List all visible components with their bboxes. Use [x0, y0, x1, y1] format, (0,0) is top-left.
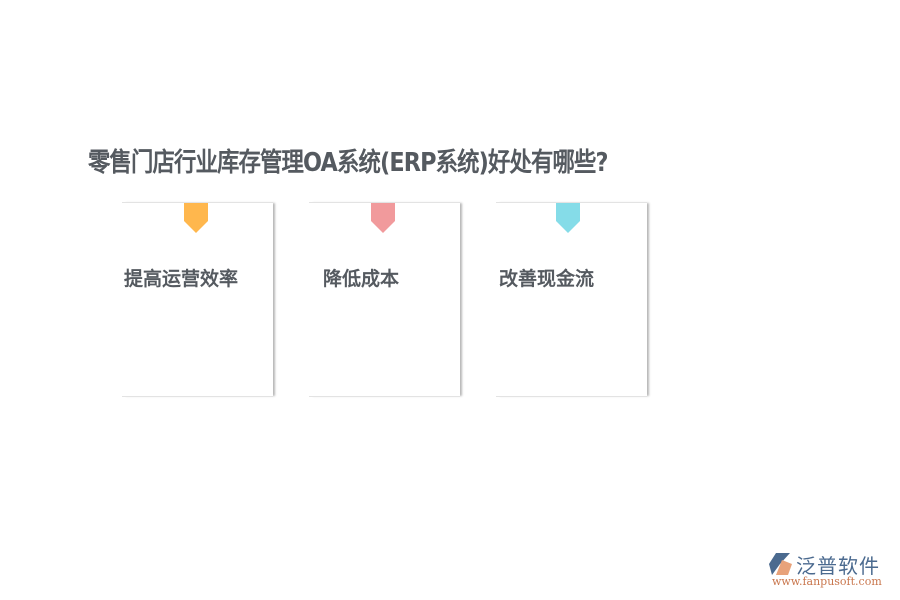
- card-label: 改善现金流: [499, 268, 595, 290]
- bookmark-tab-icon: [371, 203, 395, 233]
- card-label: 提高运营效率: [124, 268, 239, 290]
- brand-logo: 泛普软件 www.fanpusoft.com: [768, 552, 896, 588]
- page-title: 零售门店行业库存管理OA系统(ERP系统)好处有哪些?: [88, 148, 608, 178]
- brand-name: 泛普软件: [796, 554, 880, 578]
- benefit-card-cashflow: 改善现金流: [496, 202, 647, 397]
- benefit-card-efficiency: 提高运营效率: [122, 202, 273, 397]
- bookmark-tab-icon: [184, 203, 208, 233]
- brand-url: www.fanpusoft.com: [772, 575, 882, 588]
- bookmark-tab-icon: [556, 203, 580, 233]
- benefit-card-cost: 降低成本: [309, 202, 460, 397]
- card-label: 降低成本: [323, 268, 400, 290]
- fanpu-logo-icon: [769, 553, 792, 575]
